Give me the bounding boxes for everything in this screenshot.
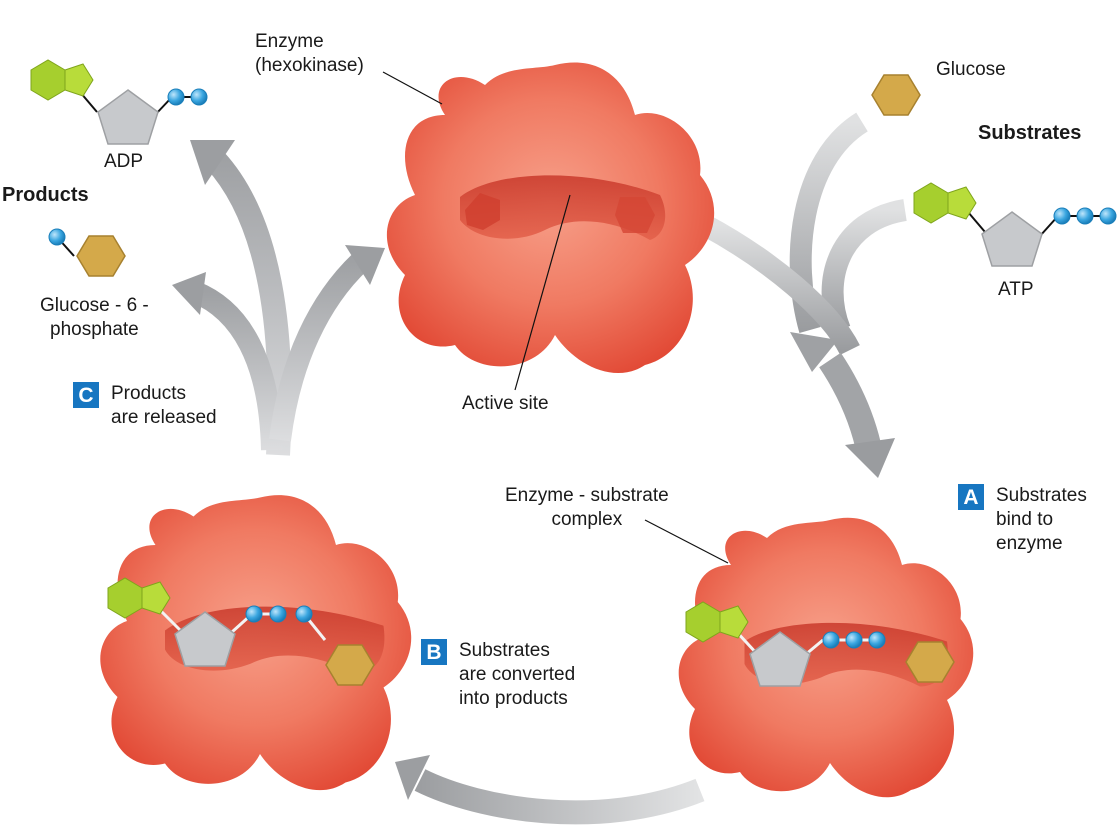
arrow-release-to-enzyme [269, 254, 368, 442]
phosphate-icon [1076, 207, 1094, 225]
step-c-line: Products [111, 383, 186, 404]
arrowhead-glucose [790, 332, 838, 372]
label-complex-line-2: complex [551, 509, 623, 530]
step-a-badge: A [958, 484, 984, 510]
label-complex-line-1: Enzyme - substrate [505, 485, 669, 506]
adenine-icon [913, 182, 977, 224]
label-glucose-6-phosphate: Glucose - 6 - phosphate [40, 294, 149, 342]
label-enzyme: Enzyme (hexokinase) [255, 30, 364, 78]
phosphate-icon [245, 605, 263, 623]
leader-complex [644, 519, 729, 564]
step-a: A Substrates bind to enzyme [958, 484, 1087, 556]
label-enzyme-substrate-complex: Enzyme - substrate complex [505, 484, 669, 532]
enzyme-hexokinase [386, 62, 715, 374]
arrowhead-enzyme [345, 245, 385, 285]
label-active-site: Active site [462, 393, 549, 414]
phosphate-icon [48, 228, 66, 246]
label-enzyme-line-1: Enzyme [255, 31, 324, 52]
label-glucose: Glucose [936, 59, 1006, 80]
bound-substrates-converting [107, 577, 375, 686]
label-enzyme-line-2: (hexokinase) [255, 55, 364, 76]
atp-molecule [913, 182, 1117, 267]
step-b-badge: B [421, 639, 447, 665]
arrow-enzyme-to-complex [699, 215, 860, 356]
leader-active-site [514, 194, 571, 391]
glucose-icon [76, 235, 126, 277]
step-b-line: into products [459, 688, 568, 709]
label-g6p-line-1: Glucose - 6 - [40, 295, 149, 316]
ribose-icon [97, 89, 159, 145]
leader-enzyme [382, 71, 443, 105]
arrowhead-to-conversion [395, 755, 430, 800]
phosphate-icon [822, 631, 840, 649]
step-c-badge: C [73, 382, 99, 408]
label-g6p-line-2: phosphate [50, 319, 139, 340]
heading-substrates: Substrates [978, 122, 1082, 144]
adenine-icon [30, 59, 94, 101]
bound-substrates-complex [685, 601, 955, 687]
phosphate-icon [1099, 207, 1117, 225]
label-adp: ADP [104, 151, 144, 172]
ribose-icon [981, 211, 1043, 267]
enzyme-converting [100, 495, 412, 791]
active-site-pocket-right [615, 197, 655, 233]
glucose-molecule-icon [871, 74, 921, 116]
step-c: C Products are released [73, 382, 217, 430]
step-c-text: Products are released [111, 382, 217, 430]
phosphate-icon [269, 605, 287, 623]
heading-products: Products [2, 184, 89, 206]
step-b: B Substrates are converted into products [421, 639, 575, 711]
active-site [460, 175, 666, 240]
phosphate-icon [190, 88, 208, 106]
active-site-pocket-left [465, 193, 500, 230]
arrow-release-to-g6p [190, 281, 283, 451]
glucose-6-phosphate-molecule [48, 228, 126, 277]
arrowhead-g6p [172, 272, 206, 315]
arrow-complex-to-conversion [414, 769, 705, 825]
step-c-line: are released [111, 407, 217, 428]
phosphate-icon [1053, 207, 1071, 225]
arrowhead-adp [190, 140, 235, 185]
arrowhead-to-complex [845, 438, 895, 478]
phosphate-icon [868, 631, 886, 649]
step-a-line: Substrates [996, 485, 1087, 506]
step-a-line: enzyme [996, 533, 1063, 554]
step-b-text: Substrates are converted into products [459, 639, 575, 711]
step-b-line: are converted [459, 664, 576, 685]
adp-molecule [30, 59, 208, 145]
step-a-line: bind to [996, 509, 1054, 530]
step-a-text: Substrates bind to enzyme [996, 484, 1087, 556]
arrow-atp-to-complex [821, 199, 908, 335]
step-b-line: Substrates [459, 640, 550, 661]
label-atp: ATP [998, 279, 1034, 300]
phosphate-icon [167, 88, 185, 106]
phosphate-icon [295, 605, 313, 623]
phosphate-icon [845, 631, 863, 649]
arrow-to-complex-main [819, 352, 881, 449]
